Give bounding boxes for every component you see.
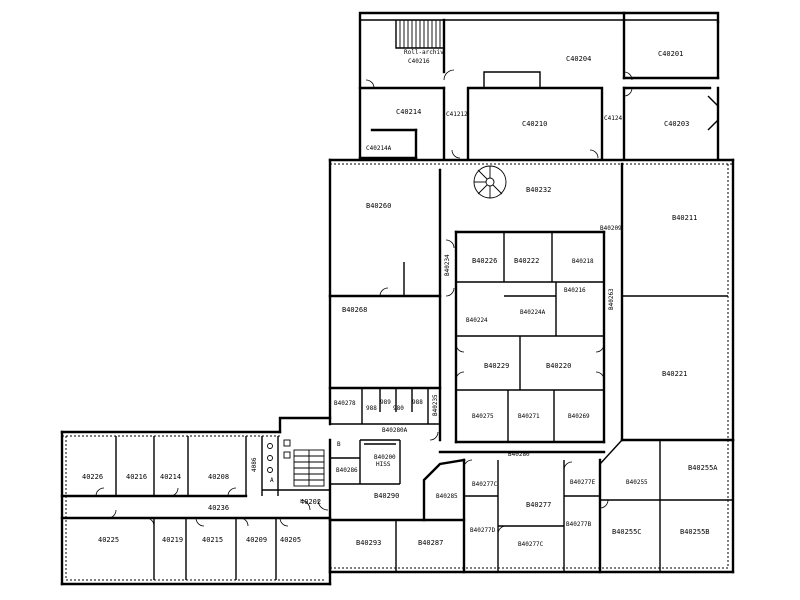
room-label: B40280 <box>508 451 530 458</box>
room-label: C40204 <box>566 55 591 63</box>
room-label: C40214 <box>396 108 421 116</box>
room-label: 988 <box>412 399 423 406</box>
room-label: B40232 <box>526 186 551 194</box>
room-label: B40226 <box>472 257 497 265</box>
room-label: 988 <box>366 405 377 412</box>
spiral-stair <box>473 165 507 199</box>
room-label: C40201 <box>658 50 683 58</box>
room-label: B40290 <box>374 492 399 500</box>
wing-b-walls <box>328 158 735 454</box>
room-label: 40215 <box>202 536 223 544</box>
room-label: C41212 <box>446 111 468 118</box>
room-label: B40277D <box>470 527 496 534</box>
room-label: 40208 <box>208 473 229 481</box>
room-label: B40216 <box>564 287 586 294</box>
room-label: 40226 <box>82 473 103 481</box>
room-label: B40255 <box>626 479 648 486</box>
room-label: B40287 <box>418 539 443 547</box>
room-label: B40293 <box>356 539 381 547</box>
room-label: B40260 <box>366 202 391 210</box>
room-label: B40218 <box>572 258 594 265</box>
room-label: B40275 <box>472 413 494 420</box>
room-label: B40255A <box>688 464 718 472</box>
room-label: B <box>337 441 341 448</box>
room-label: B40285 <box>436 493 458 500</box>
west-wing-walls <box>60 416 332 586</box>
room-label: C40216 <box>408 58 430 65</box>
room-label: B40278 <box>334 400 356 407</box>
room-label: B40234 <box>444 254 451 276</box>
room-label: B40271 <box>518 413 540 420</box>
room-label: B40211 <box>672 214 697 222</box>
room-label: B40277C <box>518 541 544 548</box>
room-label: HISS <box>376 461 391 468</box>
room-label: B40220 <box>546 362 571 370</box>
wing-c-walls <box>358 11 720 160</box>
room-label: 40225 <box>98 536 119 544</box>
room-label: B40229 <box>484 362 509 370</box>
room-label: 40202 <box>300 498 321 506</box>
room-label: C40214A <box>366 145 392 152</box>
room-label: B40224 <box>466 317 488 324</box>
room-label: C4124 <box>604 115 622 122</box>
room-label: Roll-archiv <box>404 49 444 56</box>
room-label: B40221 <box>662 370 687 378</box>
room-labels: Roll-archiv C40216 C40204 C40201 C40214 … <box>82 49 718 548</box>
room-label: 40205 <box>280 536 301 544</box>
stair-grid <box>399 20 441 48</box>
room-label: B40209 <box>600 225 622 232</box>
room-label: B40224A <box>520 309 546 316</box>
room-label: B40277E <box>570 479 596 486</box>
room-label: B40263 <box>608 288 615 310</box>
room-label: B40277 <box>526 501 551 509</box>
room-label: B40200 <box>374 454 396 461</box>
room-label: 40214 <box>160 473 181 481</box>
room-label: B40280A <box>382 427 408 434</box>
lower-block-walls <box>328 438 735 574</box>
room-label: 40209 <box>246 536 267 544</box>
room-label: 989 <box>380 399 391 406</box>
room-label: B40222 <box>514 257 539 265</box>
room-label: B40286 <box>336 467 358 474</box>
room-label: 40219 <box>162 536 183 544</box>
restroom-fixtures <box>267 439 291 473</box>
stairwell <box>293 449 325 487</box>
room-label: C40203 <box>664 120 689 128</box>
room-label: B40268 <box>342 306 367 314</box>
room-label: C40210 <box>522 120 547 128</box>
room-label: 40216 <box>126 473 147 481</box>
room-label: 980 <box>393 405 404 412</box>
room-label: B40255C <box>612 528 642 536</box>
room-label: B40277C <box>472 481 498 488</box>
room-label: 40236 <box>208 504 229 512</box>
room-label: B40255B <box>680 528 710 536</box>
room-label: B40235 <box>432 394 439 416</box>
room-label: 4086 <box>251 457 258 472</box>
room-label: B40269 <box>568 413 590 420</box>
room-label: B40277B <box>566 521 592 528</box>
room-label: A <box>270 477 274 484</box>
